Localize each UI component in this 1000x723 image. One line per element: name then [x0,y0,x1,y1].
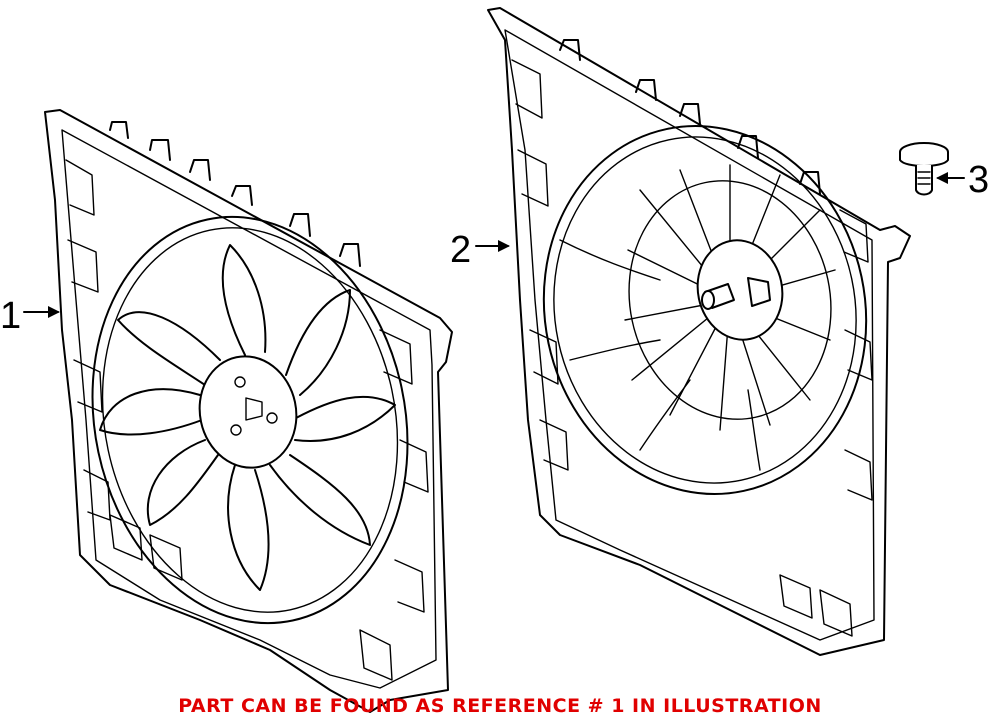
callout-label-2: 2 [450,229,471,271]
callout-2: 2 [450,229,510,271]
callout-3: 3 [936,159,989,201]
arrow-head-icon [498,240,510,252]
fan-assembly-part-2 [487,7,911,656]
arrow-head-icon [936,172,948,184]
reference-note: PART CAN BE FOUND AS REFERENCE # 1 IN IL… [178,695,822,717]
callout-label-3: 3 [968,159,989,201]
fan-assembly-part-1 [44,109,453,713]
callout-1: 1 [0,295,60,337]
arrow-head-icon [48,306,60,318]
callout-label-1: 1 [0,295,21,337]
bolt-part-3 [899,142,949,196]
